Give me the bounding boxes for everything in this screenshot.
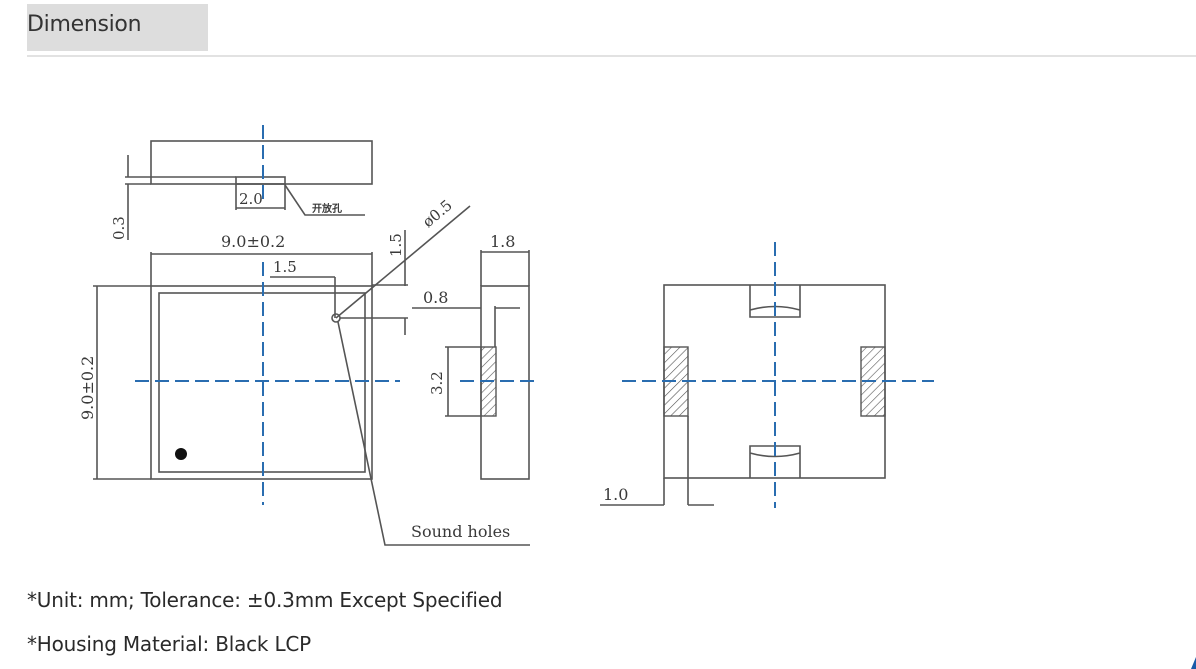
hole-offset-label: 0.3 <box>110 216 128 240</box>
hole-y-label: 1.5 <box>387 233 405 257</box>
sound-holes-label: Sound holes <box>411 522 510 541</box>
pin1-dot-icon <box>175 448 187 460</box>
front-width-label: 9.0±0.2 <box>221 232 285 251</box>
dimension-tab-label: Dimension <box>27 12 142 37</box>
front-height-label: 9.0±0.2 <box>78 356 97 420</box>
hole-x-label: 1.5 <box>273 258 297 276</box>
top-view-hole-slot <box>235 176 286 185</box>
sound-hole-mark <box>331 313 341 323</box>
side-thickness-label: 1.8 <box>490 232 515 251</box>
section-divider <box>27 55 1196 57</box>
unit-tolerance-note: *Unit: mm; Tolerance: ±0.3mm Except Spec… <box>27 588 503 612</box>
side-view <box>412 250 530 480</box>
bottom-view <box>600 284 886 506</box>
front-view <box>93 205 530 546</box>
pad-width-label: 1.0 <box>603 485 628 504</box>
hole-diameter-label: ø0.5 <box>419 196 456 231</box>
front-view-outer <box>150 285 373 480</box>
scroll-corner-icon <box>1191 657 1196 669</box>
top-view <box>125 140 373 240</box>
hole-width-label: 2.0 <box>239 190 263 208</box>
centerlines <box>135 125 934 508</box>
hole-note-label: 开放孔 <box>312 202 342 215</box>
pad-length-label: 3.2 <box>428 371 446 395</box>
side-offset-label: 0.8 <box>423 288 448 307</box>
housing-material-note: *Housing Material: Black LCP <box>27 632 312 656</box>
dimension-tab[interactable] <box>27 4 208 51</box>
